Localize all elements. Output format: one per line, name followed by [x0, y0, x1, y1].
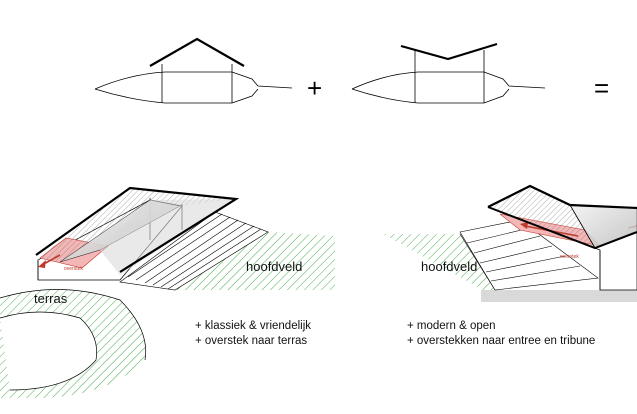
right-field-label: hoofdveld	[421, 259, 477, 274]
terrace-label: terras	[34, 291, 68, 306]
gable-roof	[149, 37, 245, 67]
main-field-grass	[175, 232, 335, 290]
hull-outline	[94, 71, 293, 90]
roof-plane-hatched	[488, 186, 595, 248]
overhang-tag: overstek	[64, 266, 83, 272]
roof-plane-hatched	[38, 188, 150, 262]
left-perspective: overstek	[0, 186, 335, 398]
section-gable	[94, 37, 293, 104]
butterfly-roof	[400, 42, 498, 61]
right-perspective: overstek	[383, 184, 637, 302]
ground-slab	[481, 290, 637, 302]
left-note-2: + overstek naar terras	[195, 335, 307, 347]
overhang-tag: overstek	[560, 254, 579, 260]
right-note-1: + modern & open	[407, 320, 496, 332]
equals-operator: =	[594, 73, 609, 103]
plus-operator: +	[307, 73, 322, 103]
right-note-2: + overstekken naar entree en tribune	[407, 335, 595, 347]
hull-outline	[351, 71, 546, 90]
section-butterfly	[351, 42, 546, 104]
main-field-grass	[383, 234, 495, 290]
roof-edge	[35, 186, 240, 273]
left-field-label: hoofdveld	[246, 259, 302, 274]
left-note-1: + klassiek & vriendelijk	[195, 320, 311, 332]
roof-edge	[487, 184, 637, 210]
